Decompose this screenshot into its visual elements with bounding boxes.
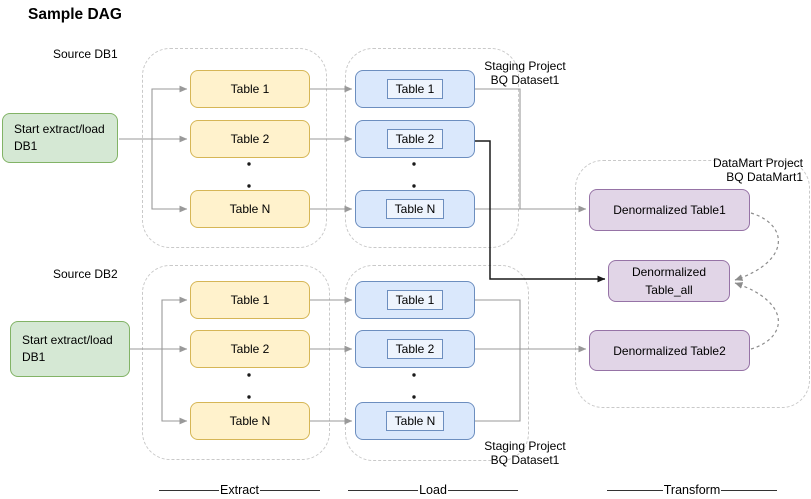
arrows-start2-to-extract — [130, 296, 188, 425]
arrows-load-bottom-to-denorm2 — [475, 299, 587, 422]
start2-line2: DB1 — [22, 350, 46, 364]
arrows-extract-to-load-bottom — [310, 296, 353, 425]
start1-line2: DB1 — [14, 139, 38, 153]
staging-top-line1: Staging Project — [484, 59, 566, 73]
phase-extract-label: Extract — [220, 483, 259, 497]
extract-top-table2: Table 2 — [190, 120, 310, 158]
phase-load-line-right — [447, 489, 518, 491]
extract-top-table1: Table 1 — [190, 70, 310, 108]
phase-extract-line-left — [159, 489, 220, 491]
phase-load-line-left — [348, 489, 419, 491]
load-top-table1-inner-rect: Table 1 — [386, 79, 444, 99]
extract-group-bottom — [142, 265, 330, 460]
load-top-table2: Table 2 — [355, 120, 475, 158]
load-bottom-table2-inner-rect: Table 2 — [386, 339, 444, 359]
phase-load-label: Load — [419, 483, 447, 497]
staging-project-label-bottom: Staging Project BQ Dataset1 — [469, 439, 581, 467]
extract-bottom-table2: Table 2 — [190, 330, 310, 368]
arrows-start1-to-extract — [119, 85, 188, 213]
denormalized-table2-node: Denormalized Table2 — [589, 330, 750, 371]
phase-extract: Extract — [159, 483, 320, 497]
source-db2-label: Source DB2 — [53, 267, 118, 281]
datamart-line1: DataMart Project — [712, 156, 803, 170]
staging-bottom-line2: BQ Dataset1 — [490, 453, 560, 467]
load-top-table2-inner-rect: Table 2 — [386, 129, 444, 149]
load-bottom-table1-inner-rect: Table 1 — [386, 290, 444, 310]
datamart-line2: BQ DataMart1 — [726, 170, 803, 184]
load-bottom-tableN-inner-rect: Table N — [385, 411, 445, 431]
extract-top-tableN: Table N — [190, 190, 310, 228]
load-bottom-table2: Table 2 — [355, 330, 475, 368]
phase-transform-label: Transform — [663, 483, 721, 497]
extract-bottom-tableN: Table N — [190, 402, 310, 440]
phase-extract-line-right — [259, 489, 320, 491]
load-top-table1: Table 1 — [355, 70, 475, 108]
phase-load: Load — [348, 483, 518, 497]
table-all-line2: Table_all — [645, 283, 693, 297]
extract-group-top — [142, 48, 327, 248]
staging-top-line2: BQ Dataset1 — [490, 73, 560, 87]
start2-line1: Start extract/load — [22, 333, 113, 347]
load-bottom-table1: Table 1 — [355, 281, 475, 319]
source-db1-label: Source DB1 — [53, 47, 118, 61]
dashed-dependency-arcs — [734, 212, 779, 350]
table-all-line1: Denormalized — [631, 265, 707, 279]
load-top-tableN: Table N — [355, 190, 475, 228]
datamart-project-label: DataMart Project BQ DataMart1 — [693, 156, 803, 184]
staging-project-label-top: Staging Project BQ Dataset1 — [469, 59, 581, 87]
staging-bottom-line1: Staging Project — [484, 439, 566, 453]
vertical-ellipsis-dots — [247, 162, 416, 399]
arrows-load-top-to-denorm1 — [475, 88, 587, 213]
phase-transform-line-right — [721, 489, 777, 491]
denormalized-table-all-node: Denormalized Table_all — [608, 260, 730, 302]
start1-line1: Start extract/load — [14, 122, 105, 136]
datamart-group — [575, 160, 810, 408]
extract-bottom-table1: Table 1 — [190, 281, 310, 319]
load-bottom-tableN: Table N — [355, 402, 475, 440]
load-group-bottom — [345, 265, 529, 461]
phase-transform: Transform — [607, 483, 777, 497]
diagram-title: Sample DAG — [28, 6, 122, 23]
denormalized-table1-node: Denormalized Table1 — [589, 189, 750, 231]
phase-transform-line-left — [607, 489, 663, 491]
arrow-load-top-to-table-all — [475, 140, 606, 283]
start-extract-load-db1-node: Start extract/load DB1 — [2, 113, 118, 163]
start-extract-load-db2-node: Start extract/load DB1 — [10, 321, 130, 377]
load-group-top — [345, 48, 519, 248]
arrows-extract-to-load-top — [310, 85, 353, 213]
load-top-tableN-inner-rect: Table N — [385, 199, 445, 219]
